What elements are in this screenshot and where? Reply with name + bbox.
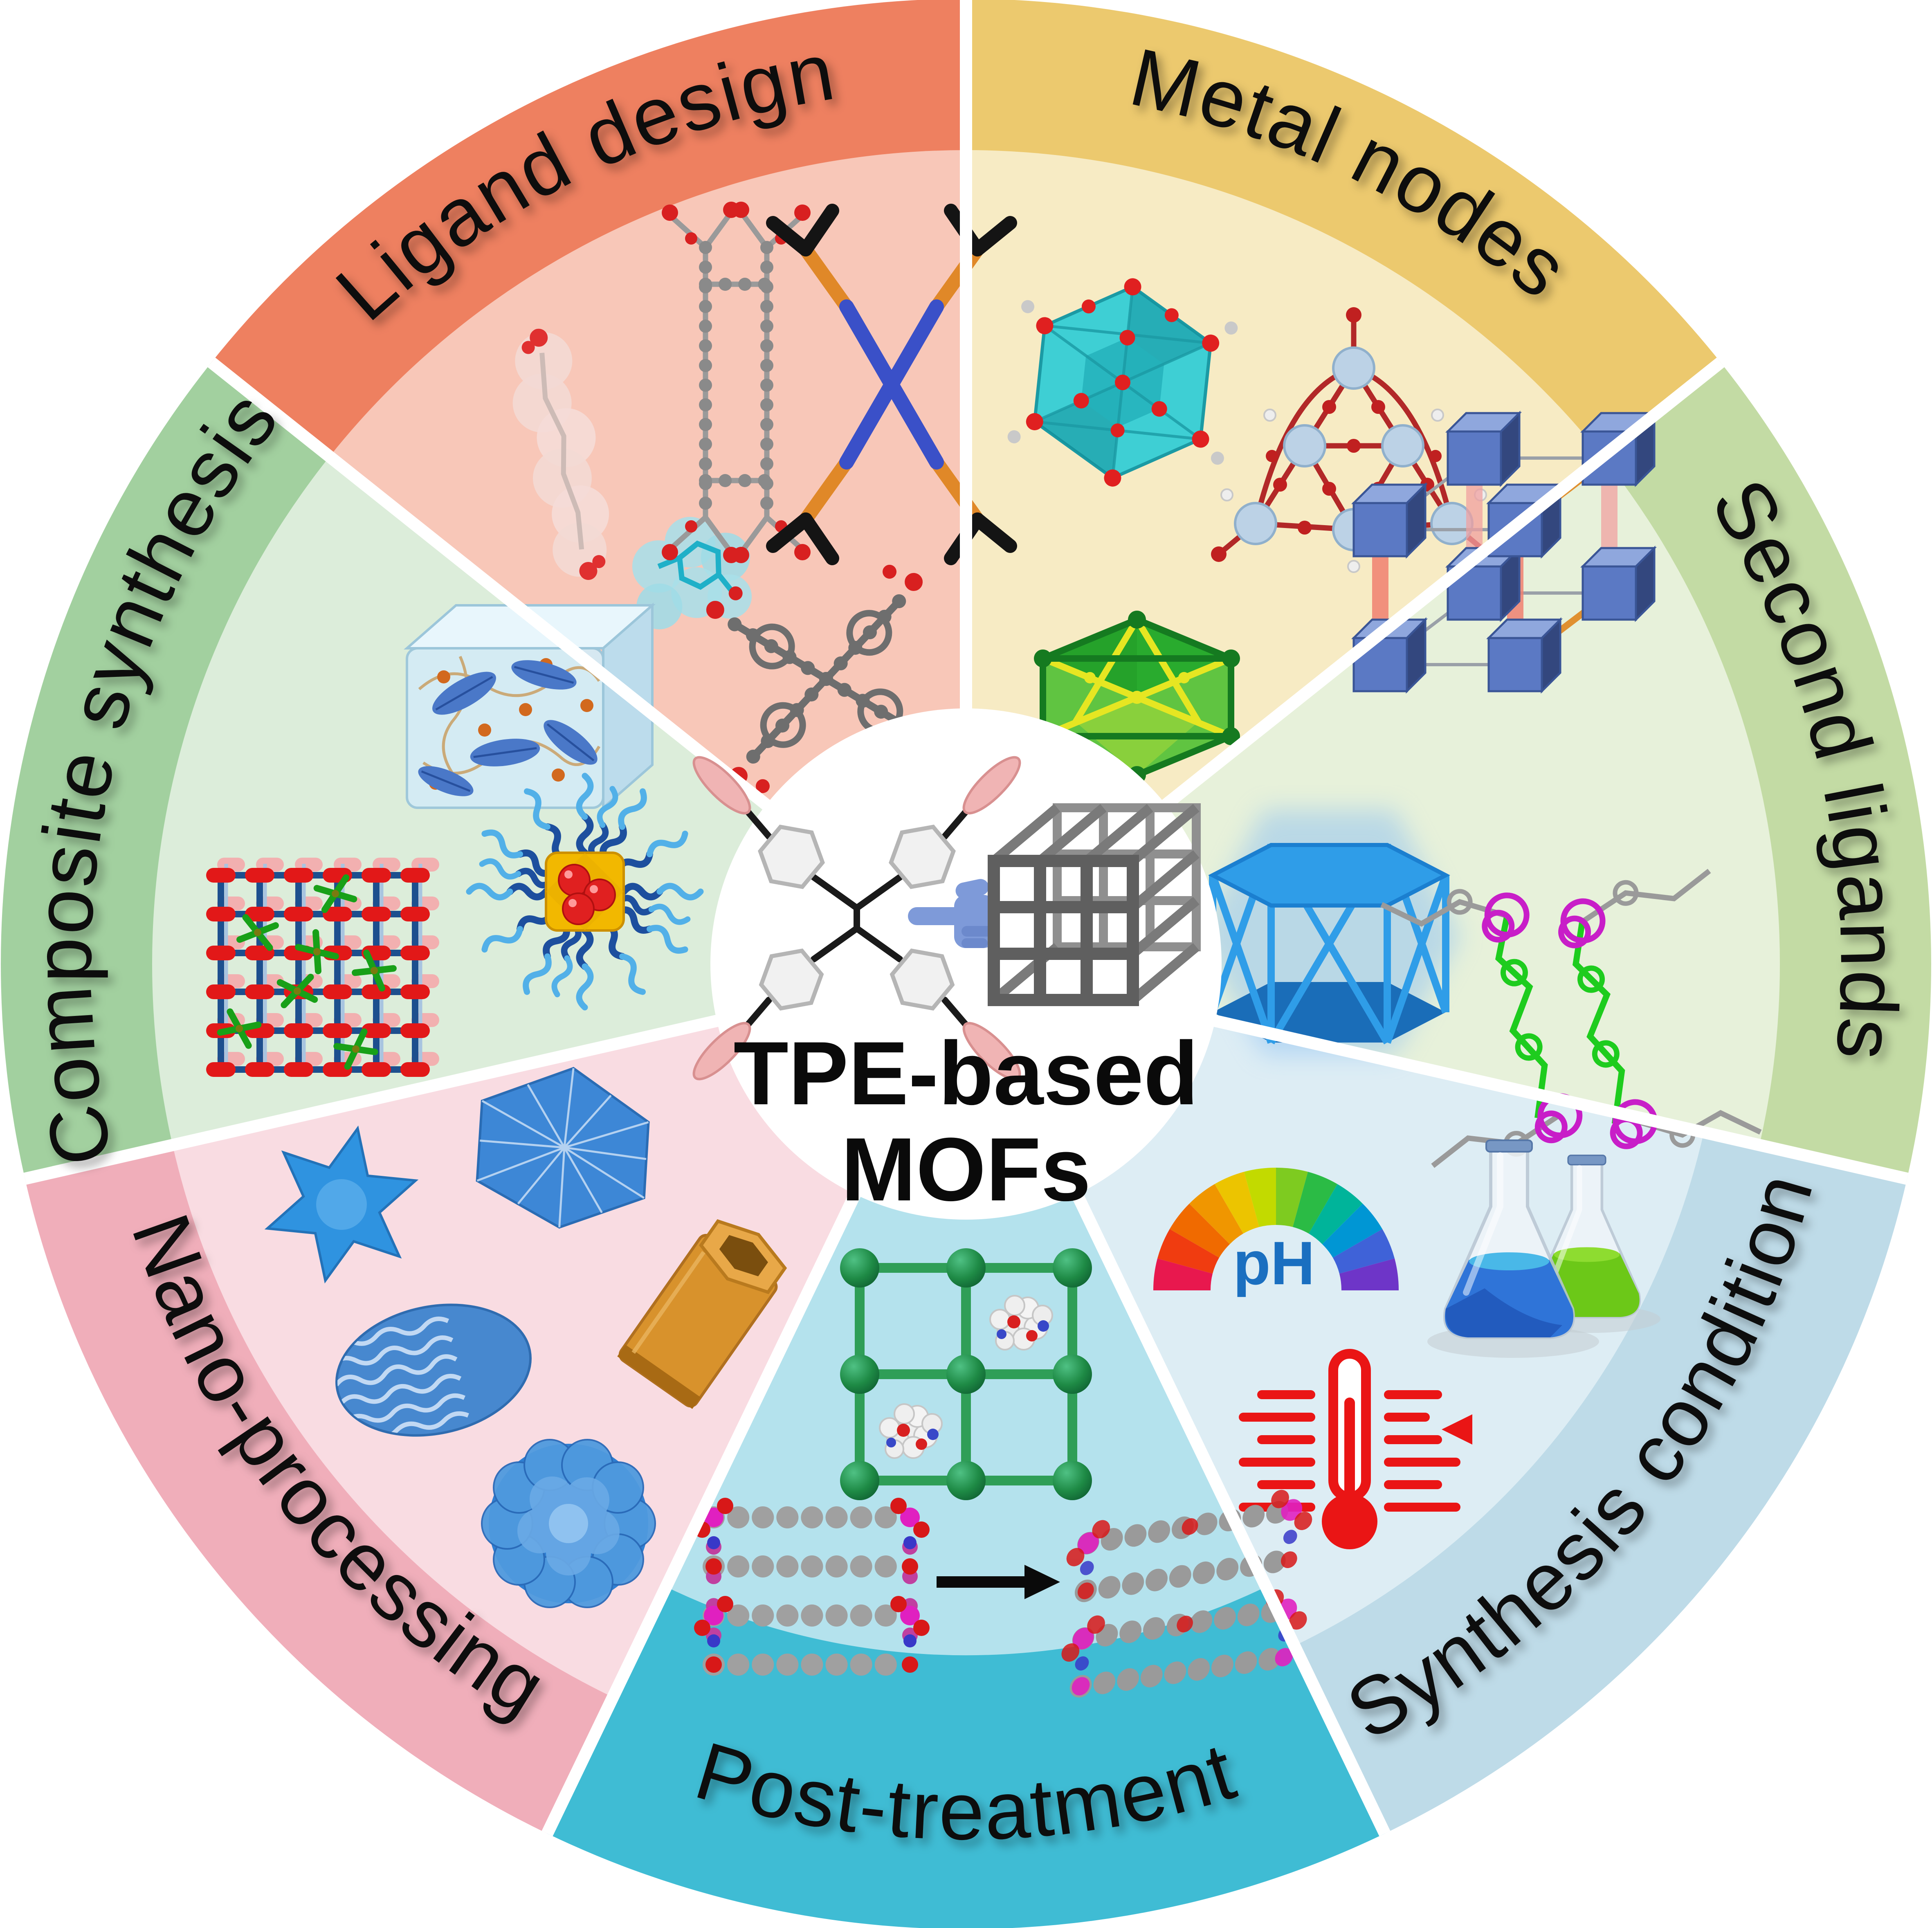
blue-star [264,1125,419,1284]
micelle [469,776,701,1007]
second-ligands-illustrations [1198,413,1762,1168]
ph-label: pH [1233,1229,1315,1297]
composite-synthesis-illustrations [206,602,701,1077]
mof-before [694,1498,930,1676]
flask-blue [1443,1139,1575,1339]
cyan-polyhedral-cluster [1007,278,1238,487]
ph-gauge: pH [1153,1167,1399,1297]
post-treatment-illustrations [694,1248,1312,1698]
mof-transformation [694,1490,1312,1698]
synthesis-condition-illustrations: pH [1153,1139,1660,1549]
membrane-grid [206,858,441,1077]
center-hub-content: TPE-based MOFs [692,756,1201,1220]
pointer-triangle-icon [1442,1414,1472,1445]
ball-stick-metal-cluster [1211,307,1496,573]
center-hub-circle [710,708,1222,1220]
hub-title-line2: MOFs [841,1119,1091,1220]
pompom-sphere [481,1439,656,1608]
blue-urchin-disc [476,1067,650,1229]
hydrogel-ice-cube [404,602,656,811]
tpe-molecule-icon [692,756,1021,1081]
green-magenta-cage-molecule [1380,869,1762,1168]
h-shaped-ligand [662,202,811,563]
mof-cube-cage-icon [988,803,1201,1006]
green-grid-with-guests [840,1248,1092,1500]
pointing-hand-icon [908,879,995,948]
flasks [1427,1139,1660,1358]
nano-processing-illustrations [264,1067,787,1608]
transformation-arrow-icon [937,1565,1060,1599]
blue-drum-cage [1198,810,1460,1055]
metal-nodes-illustrations [1007,278,1496,784]
hub-title-line1: TPE-based [734,1023,1199,1124]
hex-tube [617,1219,787,1409]
inner-nano-processing [173,964,966,1697]
surface-molecule [512,328,752,629]
